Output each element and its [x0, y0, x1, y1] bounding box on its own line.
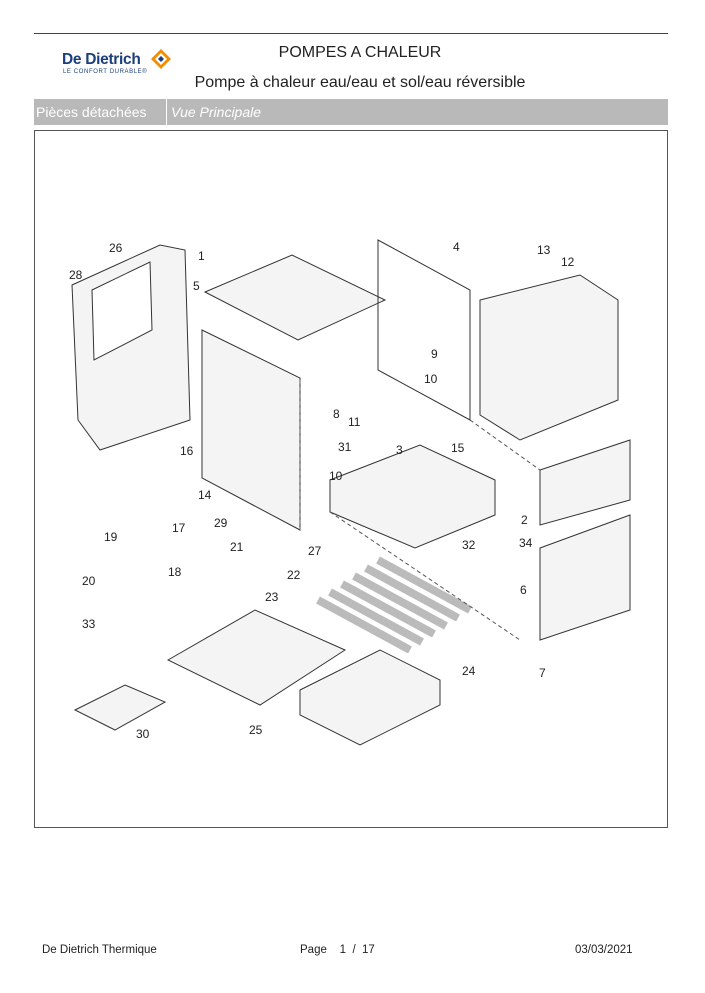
footer-company: De Dietrich Thermique [42, 944, 157, 956]
part-label: 2 [521, 513, 528, 527]
front-panel-upper-part [539, 439, 631, 526]
part-label: 32 [462, 538, 476, 552]
part-label: 14 [198, 488, 212, 502]
part-label: 10 [424, 372, 438, 386]
part-label: 34 [519, 536, 533, 550]
brand-logo-icon [151, 49, 171, 69]
diagram-frame [34, 130, 668, 828]
part-label: 10 [329, 469, 343, 483]
part-label: 17 [172, 521, 186, 535]
part-label: 22 [287, 568, 301, 582]
part-label: 28 [69, 268, 83, 282]
rear-panel-part [377, 239, 471, 421]
part-label: 12 [561, 255, 575, 269]
electrical-box-part [299, 649, 441, 746]
housing-part [479, 274, 619, 441]
base-plate-part [166, 609, 347, 706]
page-separator: / [352, 944, 356, 956]
part-label: 1 [198, 249, 205, 263]
part-label: 11 [348, 415, 361, 429]
part-label: 5 [193, 279, 200, 293]
side-panel-part [201, 329, 301, 531]
section-divider [166, 99, 167, 125]
footer-date: 03/03/2021 [575, 944, 633, 956]
part-label: 20 [82, 574, 96, 588]
part-label: 21 [230, 540, 244, 554]
page-label: Page [300, 944, 327, 956]
part-label: 33 [82, 617, 96, 631]
mat-part [73, 684, 167, 731]
part-label: 15 [451, 441, 465, 455]
part-label: 8 [333, 407, 340, 421]
part-label: 30 [136, 727, 150, 741]
brand-tagline: LE CONFORT DURABLE® [63, 69, 148, 75]
part-label: 23 [265, 590, 279, 604]
part-label: 27 [308, 544, 322, 558]
brand-name: De Dietrich [62, 51, 141, 68]
part-label: 18 [168, 565, 182, 579]
part-label: 6 [520, 583, 527, 597]
header-rule [34, 33, 668, 34]
pipes-part [316, 556, 472, 654]
part-label: 9 [431, 347, 438, 361]
part-label: 3 [396, 443, 403, 457]
part-label: 4 [453, 240, 460, 254]
part-label: 31 [338, 440, 352, 454]
part-label: 19 [104, 530, 118, 544]
section-bar: Pièces détachées Vue Principale [34, 99, 668, 125]
page-current: 1 [339, 944, 347, 956]
brand-logo: De Dietrich LE CONFORT DURABLE® [62, 49, 172, 81]
view-label: Vue Principale [171, 104, 262, 120]
section-label: Pièces détachées [36, 104, 147, 120]
document-title: POMPES A CHALEUR [278, 44, 442, 61]
part-label: 7 [539, 666, 546, 680]
part-label: 26 [109, 241, 123, 255]
part-label: 25 [249, 723, 263, 737]
document-subtitle: Pompe à chaleur eau/eau et sol/eau réver… [194, 74, 526, 91]
part-label: 13 [537, 243, 551, 257]
footer-pagination: Page 1 / 17 [300, 944, 375, 956]
part-label: 24 [462, 664, 476, 678]
part-label: 16 [180, 444, 194, 458]
front-panel-lower-part [539, 514, 631, 641]
top-lid-part [203, 254, 387, 341]
part-label: 29 [214, 516, 228, 530]
base-tray-part [329, 444, 496, 549]
page-total: 17 [362, 944, 375, 956]
